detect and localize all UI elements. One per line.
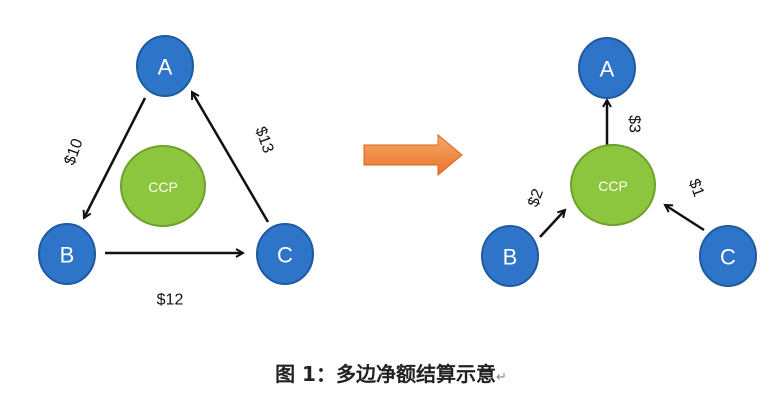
- node-label: C: [277, 243, 293, 268]
- edge-label-b-to-ccp: $2: [525, 187, 547, 210]
- edge-label-c-to-a: $13: [251, 125, 276, 156]
- node-b-right: B: [481, 225, 539, 287]
- ccp-node-right: CCP: [570, 144, 656, 226]
- edge-label-a-to-b: $10: [61, 136, 86, 167]
- edge-label-ccp-to-a: $3: [626, 115, 643, 133]
- node-label: A: [600, 57, 615, 82]
- node-label: B: [60, 243, 75, 268]
- node-b-left: B: [38, 223, 96, 285]
- node-label: A: [158, 55, 173, 80]
- edge-label-b-to-c: $12: [157, 292, 184, 309]
- caption-text: 图 1：多边净额结算示意: [275, 362, 496, 386]
- node-label: C: [720, 245, 736, 270]
- node-a-right: A: [578, 37, 636, 99]
- node-c-left: C: [256, 223, 314, 285]
- edge-label-c-to-ccp: $1: [685, 177, 707, 200]
- edge-c-to-ccp: [665, 205, 705, 232]
- edge-c-to-a: [190, 92, 270, 223]
- node-c-right: C: [699, 225, 757, 287]
- ccp-label: CCP: [148, 179, 178, 195]
- node-a-left: A: [136, 35, 194, 97]
- edge-b-to-ccp: [539, 210, 565, 238]
- figure-caption: 图 1：多边净额结算示意↵: [0, 358, 782, 387]
- edge-a-to-b: [84, 97, 147, 218]
- ccp-label: CCP: [598, 178, 628, 194]
- node-label: B: [503, 245, 518, 270]
- ccp-node-left: CCP: [120, 145, 206, 227]
- return-mark: ↵: [495, 370, 507, 385]
- transition-arrow-icon: [363, 133, 463, 177]
